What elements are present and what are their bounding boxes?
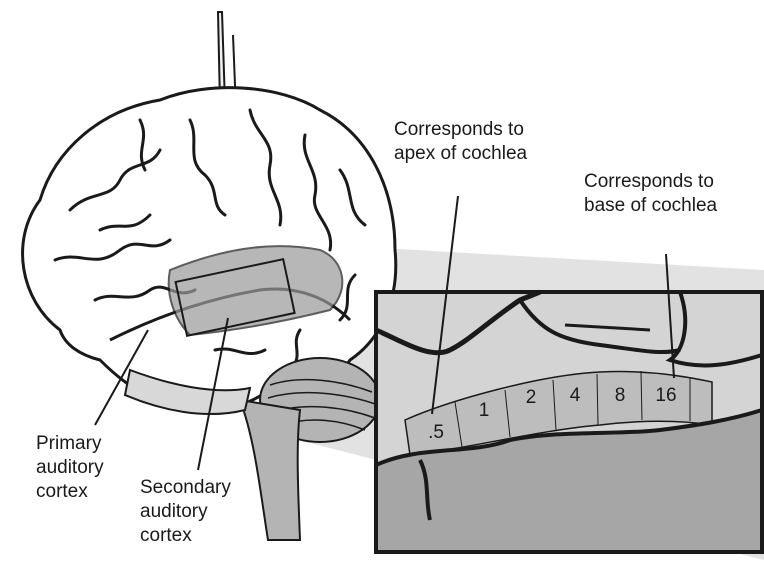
apex-label: Corresponds to apex of cochlea [394,118,527,166]
base-label: Corresponds to base of cochlea [584,170,717,218]
band-label-1: 1 [466,400,502,422]
band-label-4: 4 [557,385,593,407]
band-label-16: 16 [648,385,684,407]
brainstem [240,400,300,540]
band-label-2: 2 [513,387,549,409]
band-label-8: 8 [602,385,638,407]
secondary-auditory-cortex-label: Secondary auditory cortex [140,476,231,548]
tonotopic-inset [376,196,762,552]
band-label-0-5: .5 [418,422,454,444]
primary-auditory-cortex-label: Primary auditory cortex [36,432,104,504]
